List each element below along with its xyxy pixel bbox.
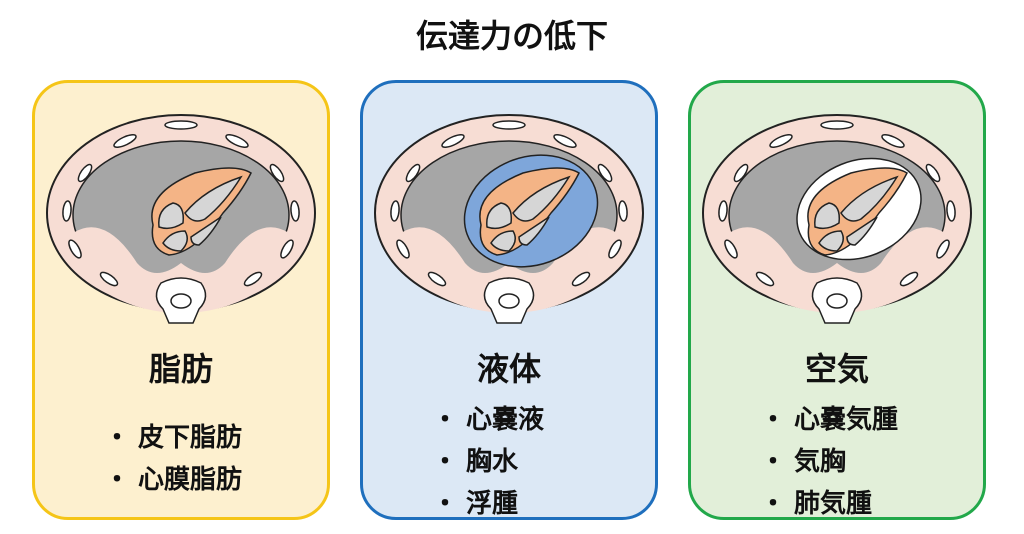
heart	[151, 167, 252, 256]
panel-fat: 脂肪 ・ 皮下脂肪 ・ 心膜脂肪	[32, 80, 330, 520]
chest-cross-section-fat	[46, 114, 316, 324]
list-item: ・ 心嚢液	[363, 399, 655, 441]
bullet: ・	[432, 489, 459, 519]
cause-list: ・ 皮下脂肪 ・ 心膜脂肪	[35, 417, 327, 501]
bullet: ・	[104, 465, 131, 495]
spine	[155, 277, 207, 324]
cause-list: ・ 心嚢気腫 ・ 気胸 ・ 肺気腫	[691, 399, 983, 525]
rib-markers	[62, 120, 300, 287]
panel-heading: 脂肪	[148, 350, 213, 388]
list-item: ・ 気胸	[691, 441, 983, 483]
panel-fluid: 液体 ・ 心嚢液 ・ 胸水 ・ 浮腫	[360, 80, 658, 520]
list-item: ・ 浮腫	[363, 483, 655, 525]
panel-air: 空気 ・ 心嚢気腫 ・ 気胸 ・ 肺気腫	[688, 80, 986, 520]
bullet: ・	[104, 423, 131, 453]
list-item: ・ 心嚢気腫	[691, 399, 983, 441]
chest-cross-section-air	[702, 114, 972, 324]
item-text: 皮下脂肪	[138, 423, 243, 453]
panel-heading: 空気	[804, 350, 869, 388]
list-item: ・ 心膜脂肪	[35, 459, 327, 501]
item-text: 心嚢気腫	[794, 405, 899, 435]
list-item: ・ 胸水	[363, 441, 655, 483]
panel-heading: 液体	[476, 350, 541, 388]
item-text: 心膜脂肪	[138, 465, 243, 495]
item-text: 肺気腫	[794, 489, 873, 519]
item-text: 気胸	[794, 447, 847, 477]
item-text: 心嚢液	[466, 405, 545, 435]
cause-list: ・ 心嚢液 ・ 胸水 ・ 浮腫	[363, 399, 655, 525]
list-item: ・ 皮下脂肪	[35, 417, 327, 459]
bullet: ・	[432, 447, 459, 477]
page-title: 伝達力の低下	[415, 17, 608, 55]
bullet: ・	[760, 489, 787, 519]
bullet: ・	[760, 405, 787, 435]
item-text: 浮腫	[466, 489, 519, 519]
chest-cross-section-fluid	[374, 114, 644, 324]
bullet: ・	[760, 447, 787, 477]
bullet: ・	[432, 405, 459, 435]
list-item: ・ 肺気腫	[691, 483, 983, 525]
item-text: 胸水	[466, 447, 519, 477]
